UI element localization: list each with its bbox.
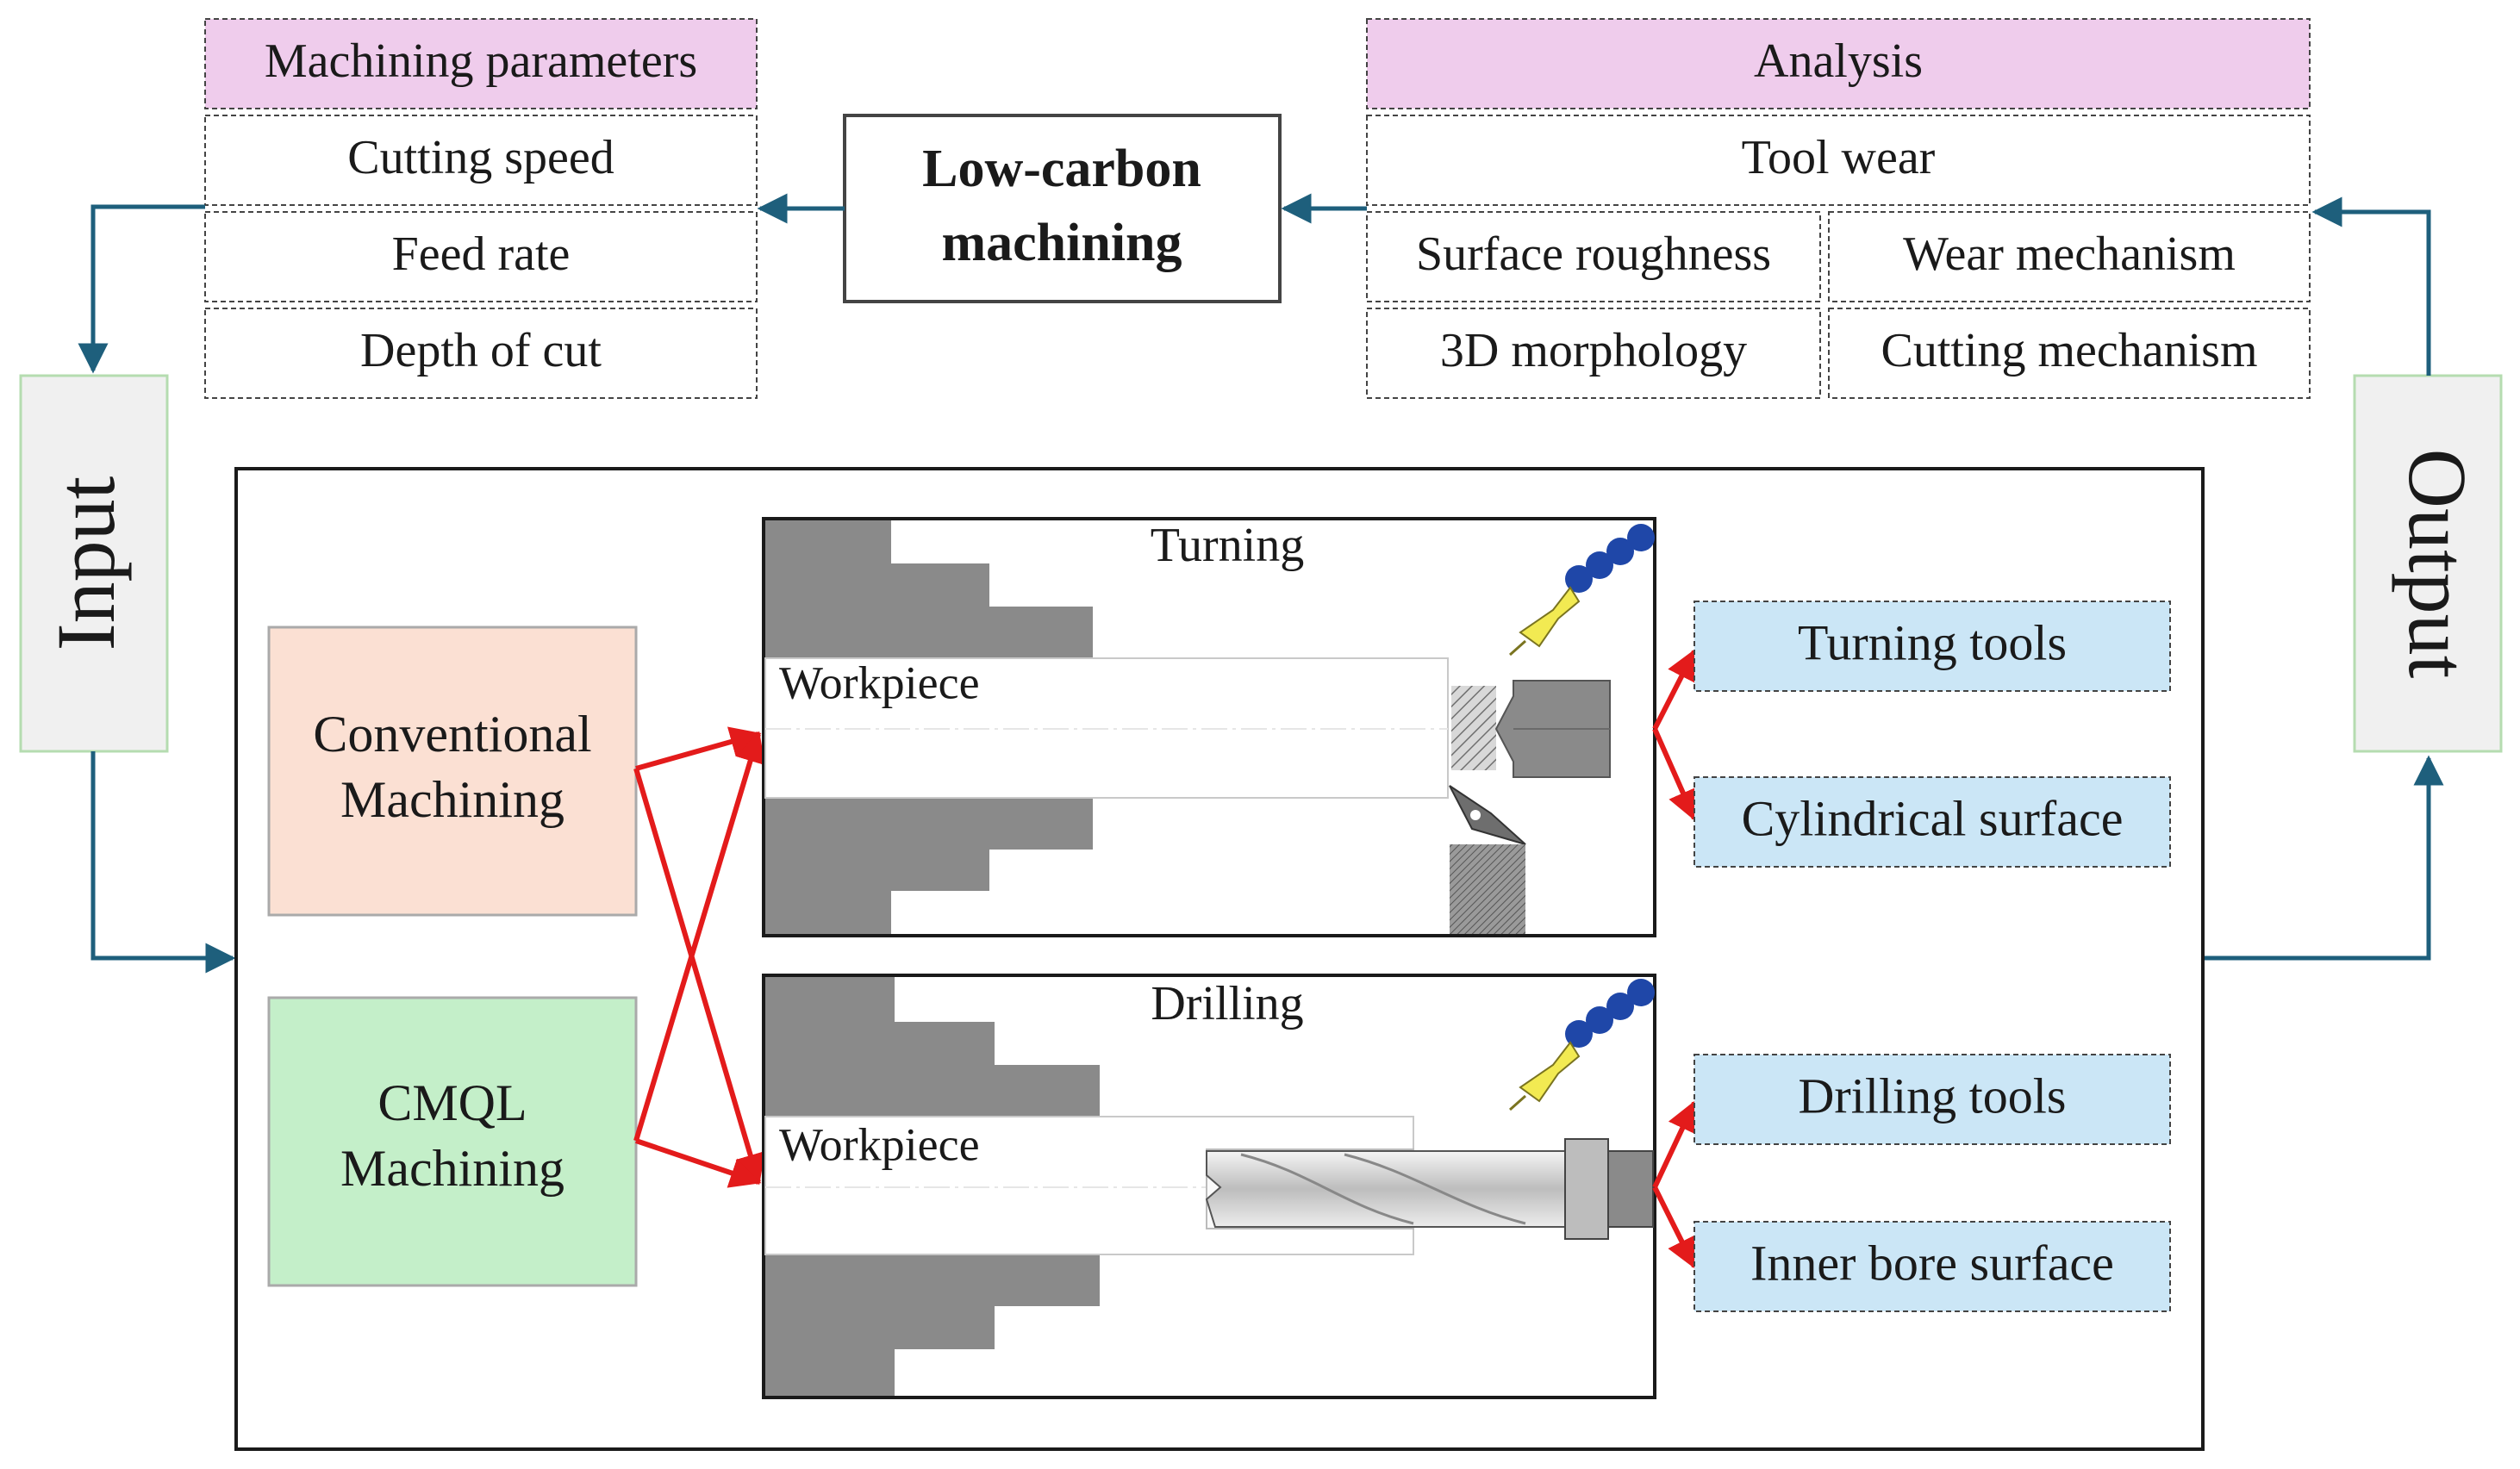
wear-mechanism-box bbox=[1828, 211, 2311, 302]
turning-tools-label: Turning tools bbox=[1798, 614, 2067, 670]
drilling-chuck-bottom bbox=[765, 1254, 1100, 1396]
arrow-drilling-to-surface bbox=[1652, 1186, 1697, 1270]
surface-roughness-box bbox=[1366, 211, 1821, 302]
depth-of-cut-box bbox=[204, 308, 758, 399]
arrow-cmql-to-drilling bbox=[635, 1138, 762, 1188]
cutting-mechanism-label: Cutting mechanism bbox=[1881, 324, 2257, 377]
arrow-drilling-to-tools bbox=[1652, 1099, 1697, 1189]
analysis-panel: Analysis Tool wear Surface roughness Wea… bbox=[1366, 18, 2311, 399]
cmql-machining-box: CMQL Machining bbox=[267, 996, 638, 1287]
drilling-collar bbox=[1564, 1138, 1609, 1240]
depth-of-cut-label: Depth of cut bbox=[360, 324, 602, 377]
inner-bore-surface-box: Inner bore surface bbox=[1694, 1221, 2171, 1312]
output-label: Output bbox=[2392, 449, 2484, 679]
cutting-mechanism-box bbox=[1828, 308, 2311, 399]
output-label-box: Output bbox=[2353, 374, 2503, 753]
cylindrical-surface-label: Cylindrical surface bbox=[1742, 790, 2124, 846]
arrow-conventional-to-drilling bbox=[633, 768, 766, 1186]
low-carbon-line1: Low-carbon bbox=[922, 140, 1201, 198]
inner-bore-surface-label: Inner bore surface bbox=[1750, 1235, 2114, 1291]
tool-wear-box bbox=[1366, 115, 2311, 206]
input-label: Input bbox=[40, 476, 132, 650]
arrow-turning-to-tools bbox=[1652, 648, 1697, 731]
cmql-line2: Machining bbox=[340, 1140, 565, 1197]
3d-morphology-box bbox=[1366, 308, 1821, 399]
turning-title: Turning bbox=[1151, 519, 1304, 572]
low-carbon-line2: machining bbox=[941, 214, 1182, 272]
turning-tool-shank bbox=[1450, 844, 1525, 934]
turning-tools-box: Turning tools bbox=[1694, 601, 2171, 692]
drilling-panel: Workpiece Drilling bbox=[762, 974, 1656, 1399]
cutting-speed-label: Cutting speed bbox=[347, 131, 614, 184]
tool-wear-label: Tool wear bbox=[1742, 131, 1936, 184]
conventional-line1: Conventional bbox=[313, 706, 591, 763]
drilling-coolant-nozzle bbox=[1509, 979, 1655, 1111]
surface-roughness-label: Surface roughness bbox=[1416, 227, 1771, 281]
conventional-machining-box: Conventional Machining bbox=[267, 626, 638, 917]
wear-mechanism-label: Wear mechanism bbox=[1903, 227, 2236, 281]
machining-parameters-header-box bbox=[204, 18, 758, 109]
drilling-holder bbox=[1607, 1150, 1654, 1228]
drilling-tools-box: Drilling tools bbox=[1694, 1054, 2171, 1145]
arrow-output-to-analysis bbox=[2311, 196, 2431, 376]
analysis-header-box bbox=[1366, 18, 2311, 109]
analysis-header: Analysis bbox=[1754, 34, 1923, 88]
feed-rate-label: Feed rate bbox=[392, 227, 571, 281]
turning-chuck-bottom bbox=[765, 798, 1093, 934]
turning-cut-zone bbox=[1451, 686, 1496, 770]
conventional-line2: Machining bbox=[340, 771, 565, 828]
turning-workpiece-label: Workpiece bbox=[779, 657, 980, 708]
drilling-title: Drilling bbox=[1151, 977, 1303, 1030]
arrow-cmql-to-turning bbox=[633, 731, 765, 1142]
cutting-speed-box bbox=[204, 115, 758, 206]
machining-parameters-header: Machining parameters bbox=[265, 34, 697, 88]
arrow-main-to-output bbox=[2203, 755, 2444, 961]
method-to-process-arrows bbox=[633, 726, 766, 1188]
turning-chuck-top bbox=[765, 520, 1093, 658]
arrow-input-to-main bbox=[90, 751, 236, 974]
drilling-chuck-top bbox=[765, 977, 1100, 1117]
cmql-line1: CMQL bbox=[377, 1074, 527, 1131]
arrow-parameters-to-input bbox=[78, 204, 205, 374]
process-to-result-arrows bbox=[1652, 648, 1698, 1270]
input-label-box: Input bbox=[19, 374, 169, 753]
feed-rate-box bbox=[204, 211, 758, 302]
cylindrical-surface-box: Cylindrical surface bbox=[1694, 776, 2171, 868]
3d-morphology-label: 3D morphology bbox=[1440, 324, 1747, 377]
turning-coolant-nozzle bbox=[1509, 524, 1655, 657]
turning-panel: Workpiece Turning bbox=[762, 517, 1656, 937]
arrow-turning-to-surface bbox=[1652, 727, 1698, 822]
drilling-workpiece-label: Workpiece bbox=[779, 1118, 980, 1170]
machining-parameters-panel: Machining parameters Cutting speed Feed … bbox=[204, 18, 758, 399]
drilling-tools-label: Drilling tools bbox=[1799, 1068, 2067, 1124]
low-carbon-machining-box: Low-carbon machining bbox=[843, 114, 1282, 303]
